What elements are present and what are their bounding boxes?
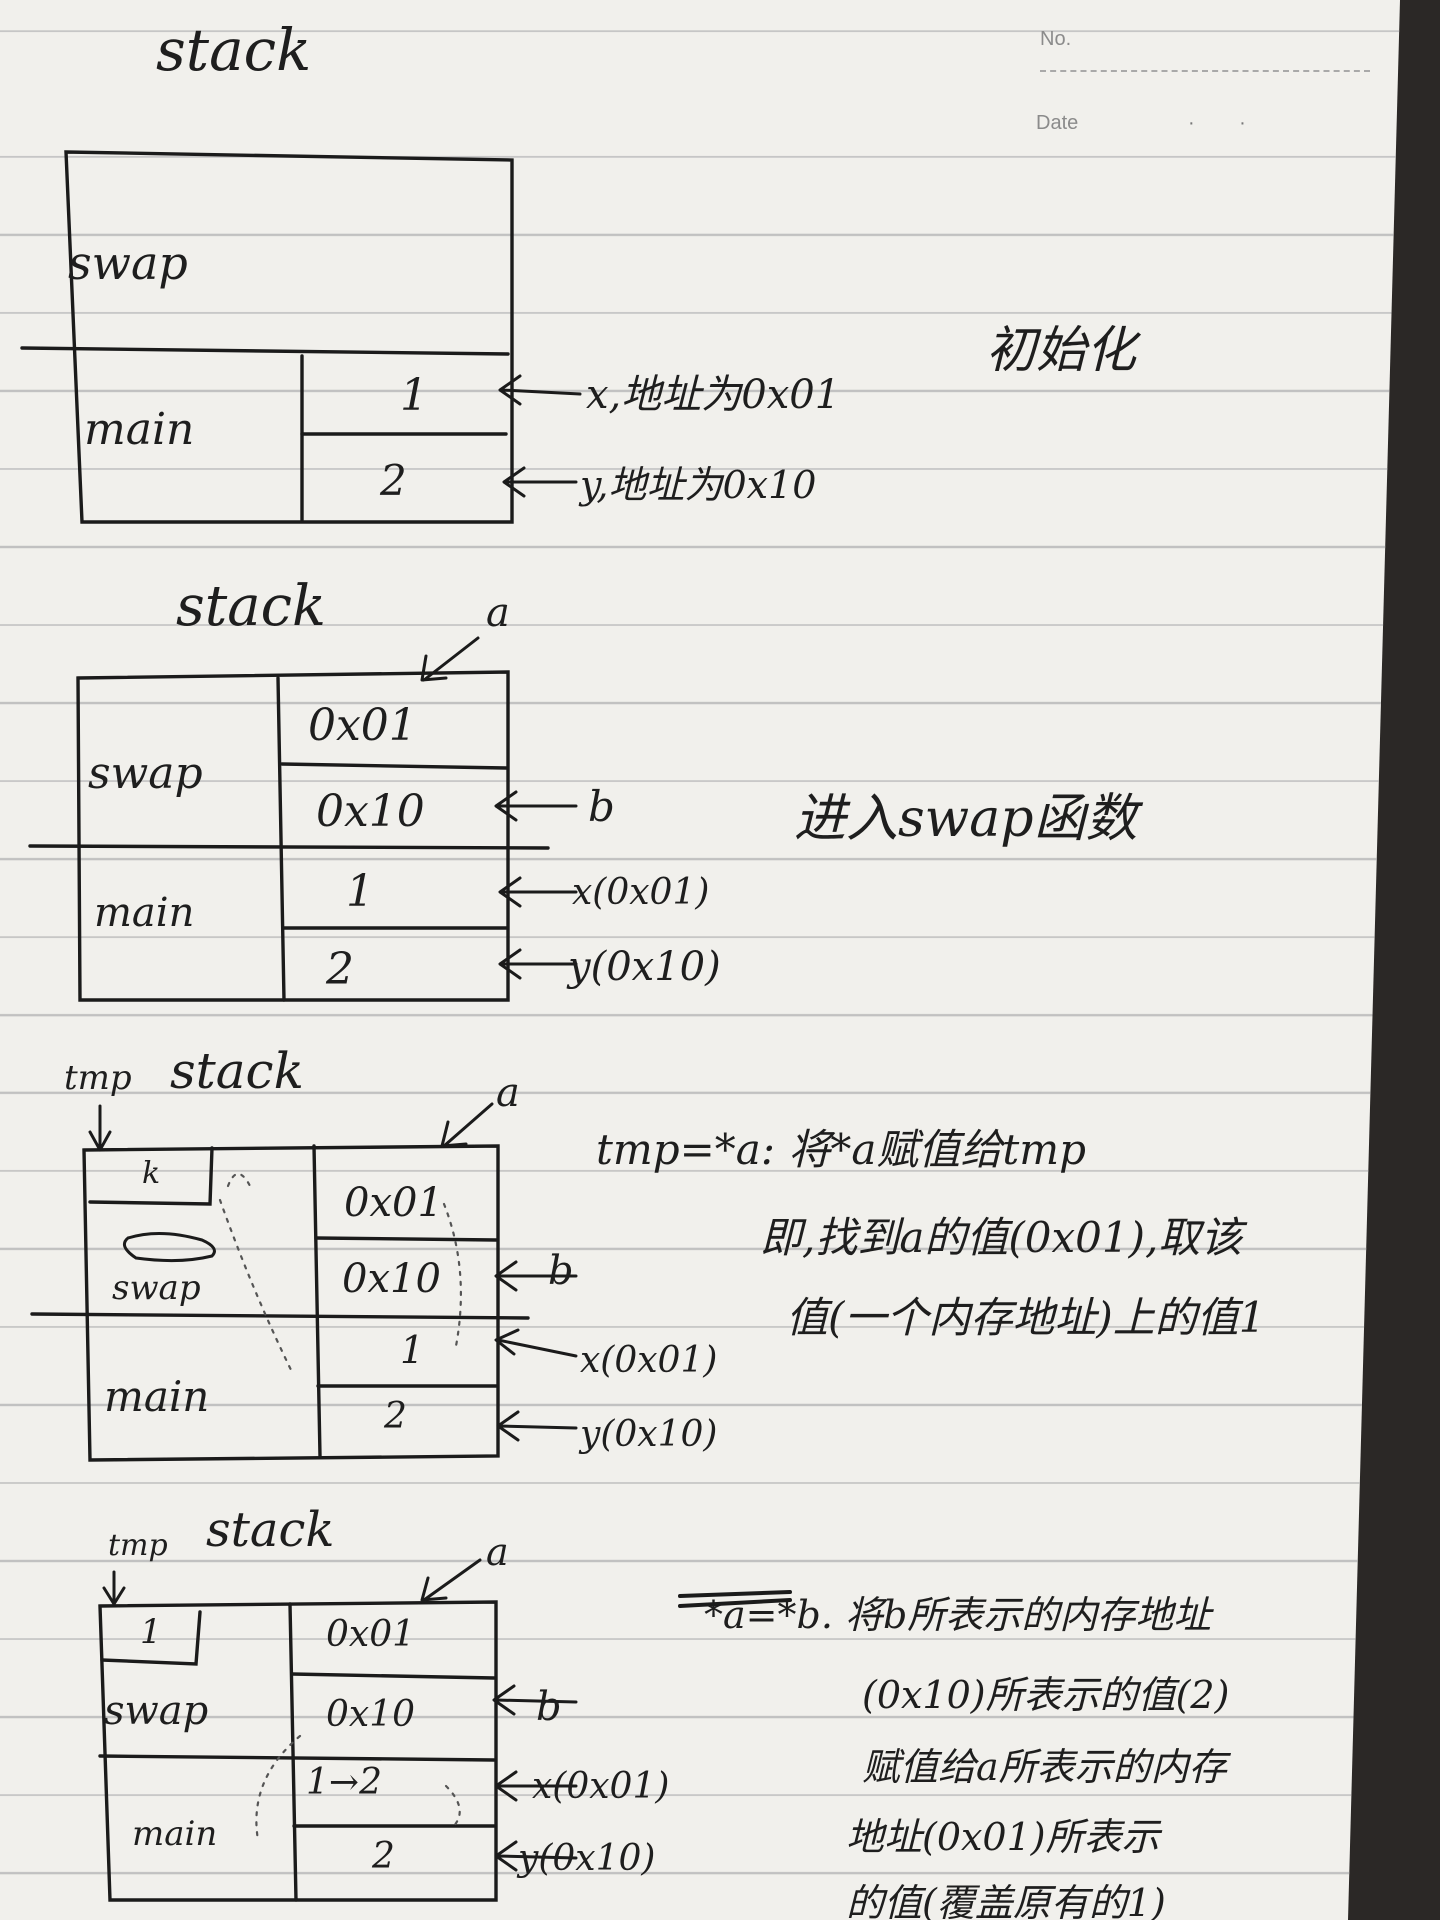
diagram-2-frame-main: main (94, 890, 195, 936)
diagram-3-side-note-line-3: 值(一个内存地址)上的值1 (786, 1293, 1266, 1342)
diagram-2-frame-swap: swap (88, 748, 203, 799)
diagram-2-boxes (28, 670, 550, 1002)
diagram-4-side-note-line-5: 的值(覆盖原有的1) (846, 1881, 1166, 1920)
diagram-1-cell-x: 1 (400, 370, 428, 421)
diagram-2-note-y: y(0x10) (568, 944, 721, 990)
diagram-2-pointer-a: a (486, 590, 510, 636)
diagram-3-cell-a: 0x01 (344, 1180, 443, 1226)
diagram-2-note-b: b (588, 782, 615, 831)
diagram-3-note-b: b (548, 1248, 574, 1294)
diagram-2-cell-a: 0x01 (308, 700, 417, 751)
diagram-4-boxes (98, 1600, 498, 1902)
diagram-2-arrows (420, 636, 578, 980)
diagram-3-cell-b: 0x10 (342, 1256, 441, 1302)
diagram-3-cell-tmp: k (142, 1156, 161, 1191)
diagram-1-boxes (20, 150, 514, 524)
diagram-1-note-x: x,地址为0x01 (586, 372, 841, 418)
diagram-4-note-b: b (536, 1684, 562, 1730)
no-label: No. (1040, 28, 1072, 50)
diagram-4-cell-y: 2 (372, 1836, 395, 1877)
diagram-4-tmp-label: tmp (108, 1528, 168, 1563)
diagram-3-cell-y: 2 (384, 1396, 407, 1437)
diagram-2-title: stack (176, 574, 326, 639)
diagram-1-side-note: 初始化 (986, 321, 1136, 379)
diagram-3-boxes (30, 1144, 530, 1462)
diagram-1-frame-swap: swap (68, 236, 188, 290)
diagram-4-cell-a: 0x01 (326, 1614, 416, 1655)
diagram-2-cell-b: 0x10 (316, 786, 425, 837)
diagram-4-side-note-line-4: 地址(0x01)所表示 (846, 1815, 1160, 1859)
diagram-2-cell-x: 1 (346, 866, 374, 917)
diagram-4-frame-swap: swap (104, 1688, 209, 1734)
diagram-3-arrows (88, 1102, 578, 1442)
diagram-3-title: stack (170, 1042, 304, 1100)
diagram-3-tmp-label: tmp (64, 1058, 132, 1098)
diagram-4-cell-tmp: 1 (140, 1612, 162, 1652)
diagram-3-frame-main: main (104, 1372, 210, 1421)
diagram-3-side-note-line-1: tmp=*a: 将*a赋值给tmp (596, 1125, 1086, 1174)
diagram-3-frame-swap: swap (112, 1268, 201, 1308)
diagram-4-arrows (102, 1558, 578, 1872)
diagram-3-note-y: y(0x10) (580, 1414, 718, 1455)
diagram-3-dotted-paths (218, 1172, 462, 1374)
diagram-4-frame-main: main (132, 1814, 218, 1854)
diagram-4-side-note-line-3: 赋值给a所表示的内存 (862, 1745, 1227, 1789)
diagram-4-side-note-line-1: *a=*b. 将b所表示的内存地址 (704, 1593, 1212, 1637)
diagram-3-pointer-a: a (496, 1070, 520, 1116)
notebook-page: No. Date · · (0, 0, 1400, 1920)
stack-diagrams-drawing (20, 150, 582, 1902)
diagram-3-side-note-line-2: 即,找到a的值(0x01),取该 (760, 1213, 1243, 1262)
diagram-4-note-y: y(0x10) (518, 1838, 656, 1879)
diagram-4-side-note-line-2: (0x10)所表示的值(2) (862, 1673, 1230, 1717)
date-label: Date (1036, 112, 1079, 134)
diagram-4-note-x: x(0x01) (532, 1766, 670, 1807)
diagram-3-cell-x: 1 (400, 1328, 425, 1372)
date-dots: · · (1188, 112, 1246, 134)
diagram-4-cell-x: 1→2 (306, 1762, 382, 1803)
diagram-4-pointer-a: a (486, 1530, 509, 1574)
diagram-2-note-x: x(0x01) (572, 872, 710, 913)
diagram-1-arrows (498, 374, 582, 498)
diagram-4-dotted-paths (255, 1734, 461, 1842)
diagram-1-title: stack (156, 16, 312, 84)
diagram-1-cell-y: 2 (380, 456, 407, 505)
diagram-2-side-note: 进入swap函数 (794, 789, 1138, 849)
diagram-1-note-y: y,地址为0x10 (580, 463, 817, 507)
diagram-2-cell-y: 2 (326, 944, 354, 995)
no-line (1040, 70, 1370, 72)
diagram-1-frame-main: main (84, 404, 195, 455)
diagram-4-title: stack (206, 1502, 335, 1558)
diagram-3-note-x: x(0x01) (580, 1340, 718, 1381)
diagram-4-cell-b: 0x10 (326, 1694, 416, 1735)
